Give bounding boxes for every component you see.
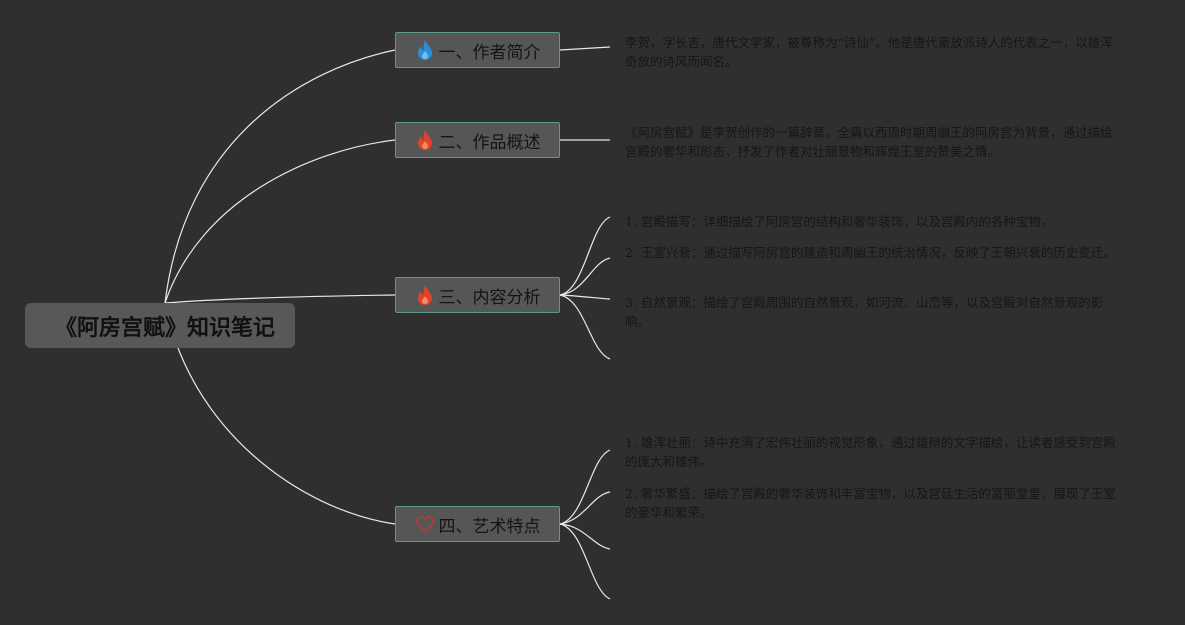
connector-b3-note2: [559, 257, 611, 296]
connector-b4-note3: [559, 523, 611, 550]
branch-author-intro[interactable]: 一、作者简介: [395, 32, 560, 68]
note-art-grandeur[interactable]: 1. 雄浑壮丽：诗中充满了宏伟壮丽的视觉形象，通过雄辩的文字描绘，让读者感受到宫…: [625, 435, 1116, 469]
connector-b4-note1: [559, 449, 611, 525]
branch-work-overview-label: 二、作品概述: [438, 132, 541, 153]
flame-icon: [415, 129, 435, 151]
branch-artistic-features[interactable]: 四、艺术特点: [395, 506, 560, 542]
note-content-palace[interactable]: 1. 宫殿描写：详细描绘了阿房宫的结构和奢华装饰，以及宫殿内的各种宝物。: [625, 214, 1054, 229]
connector-b4-note2: [559, 491, 611, 525]
connector-b1-note: [559, 46, 611, 51]
branch-content-analysis[interactable]: 三、内容分析: [395, 277, 560, 313]
note-work-overview[interactable]: 《阿房宫赋》是李贺创作的一篇辞章。全篇以西周时期周幽王的阿房宫为背景，通过描绘宫…: [625, 125, 1113, 159]
root-topic-title: 《阿房宫赋》知识笔记: [54, 315, 275, 341]
connector-root-b1: [164, 49, 396, 304]
note-content-landscape[interactable]: 3. 自然景观：描绘了宫殿周围的自然景观，如河流、山峦等，以及宫殿对自然景观的影…: [625, 295, 1104, 329]
connector-b4-note4: [559, 523, 611, 600]
connector-root-b2: [164, 139, 396, 304]
droplet-flame-icon: [415, 39, 435, 61]
connector-b3-note4: [559, 294, 611, 360]
branch-artistic-features-label: 四、艺术特点: [438, 516, 541, 537]
branch-content-analysis-label: 三、内容分析: [438, 287, 541, 308]
connector-b3-note3: [559, 294, 611, 300]
connector-root-b3: [164, 294, 396, 304]
connector-root-b4: [164, 302, 396, 525]
root-topic[interactable]: 《阿房宫赋》知识笔记: [25, 303, 295, 348]
note-art-luxury[interactable]: 2. 奢华繁盛：描绘了宫殿的奢华装饰和丰富宝物，以及宫廷生活的富丽堂皇，展现了王…: [625, 486, 1116, 520]
branch-work-overview[interactable]: 二、作品概述: [395, 122, 560, 158]
note-content-dynasty[interactable]: 2. 王室兴衰：通过描写阿房宫的建造和周幽王的统治情况，反映了王朝兴衰的历史变迁…: [625, 245, 1116, 260]
note-author-intro[interactable]: 李贺，字长吉，唐代文学家，被尊称为“诗仙”。他是唐代豪放派诗人的代表之一，以雄浑…: [625, 35, 1113, 69]
branch-author-intro-label: 一、作者简介: [438, 42, 541, 63]
flame-icon: [415, 284, 435, 306]
heart-outline-icon: [415, 513, 435, 535]
connector-b3-note1: [559, 216, 611, 296]
